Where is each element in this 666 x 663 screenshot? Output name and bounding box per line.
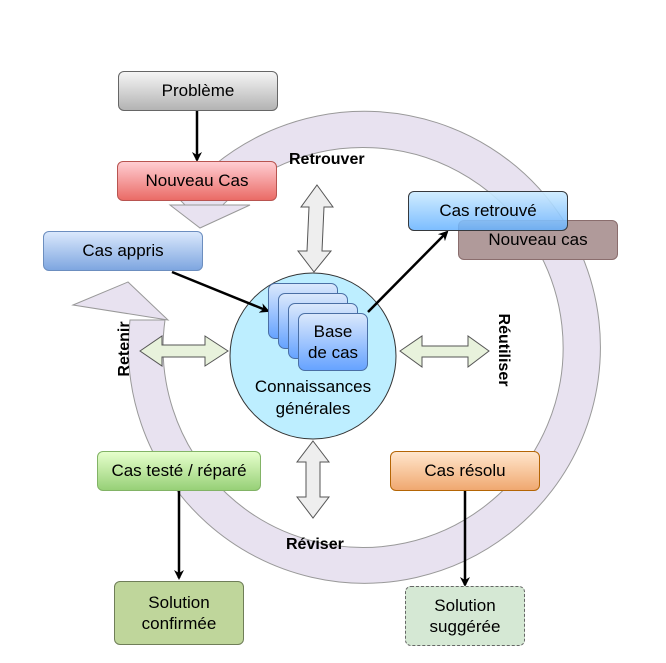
- arrow-learned-to-casebase: [171, 270, 270, 313]
- ring-arrowhead-retain: [71, 281, 170, 321]
- suggested-solution-line1: Solution: [434, 595, 496, 615]
- phase-label-revise: Réviser: [286, 536, 344, 553]
- double-arrow-retain: [139, 335, 229, 367]
- case-base[interactable]: Base de cas: [298, 313, 368, 371]
- node-suggested-solution[interactable]: Solution suggérée: [405, 586, 525, 646]
- double-arrow-revise: [295, 440, 331, 519]
- node-retrieved-case[interactable]: Cas retrouvé: [408, 191, 568, 231]
- node-problem[interactable]: Problème: [118, 71, 278, 111]
- node-confirmed-solution[interactable]: Solution confirmée: [114, 581, 244, 645]
- arrow-casebase-to-retrieved: [367, 230, 449, 313]
- node-learned-case[interactable]: Cas appris: [43, 231, 203, 271]
- knowledge-line2: générales: [275, 399, 351, 419]
- double-arrow-reuse: [399, 335, 490, 369]
- confirmed-solution-line2: confirmée: [141, 614, 217, 633]
- node-new-case[interactable]: Nouveau Cas: [117, 161, 277, 201]
- node-tested-case[interactable]: Cas testé / réparé: [97, 451, 261, 491]
- phase-label-retain: Retenir: [116, 321, 133, 377]
- confirmed-solution-line1: Solution: [148, 592, 210, 612]
- case-base-line2: de cas: [307, 343, 359, 362]
- knowledge-line1: Connaissances: [254, 377, 372, 396]
- general-knowledge-label: Connaissances générales: [233, 376, 393, 420]
- phase-label-reuse: Réutiliser: [495, 313, 512, 387]
- suggested-solution-line2: suggérée: [429, 617, 501, 636]
- case-base-line1: Base: [313, 321, 353, 341]
- double-arrow-retrieve: [296, 184, 334, 273]
- node-solved-case[interactable]: Cas résolu: [390, 451, 540, 491]
- ring-arrowhead-retrieve: [168, 204, 251, 229]
- phase-label-retrieve: Retrouver: [289, 151, 365, 168]
